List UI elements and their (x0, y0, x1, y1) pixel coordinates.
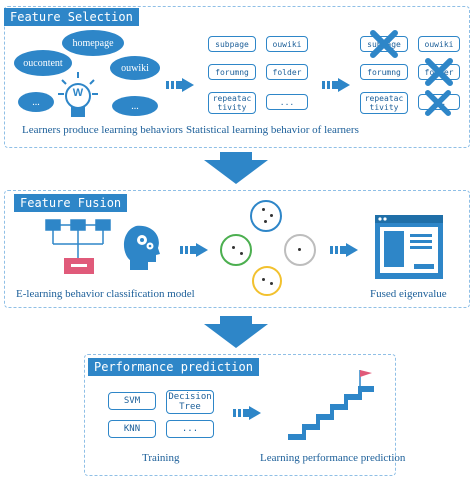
model-svm: SVM (108, 392, 156, 410)
model-ellipsis: ... (166, 420, 214, 438)
cluster-point (264, 220, 267, 223)
arrow-right-icon (233, 406, 261, 420)
caption-statistical: Statistical learning behavior of learner… (186, 124, 359, 136)
staircase-flag-icon (288, 370, 374, 440)
tag-ellipsis: ... (266, 94, 308, 110)
arrow-right-icon (166, 78, 194, 92)
model-decision-tree: Decision Tree (166, 390, 214, 414)
cluster-blue (250, 200, 282, 232)
fused-window-icon (375, 215, 443, 279)
arrow-down-icon (204, 152, 268, 184)
bubble-homepage: homepage (62, 30, 124, 56)
classification-model-diagram (45, 219, 111, 274)
cross-icon (370, 30, 398, 58)
cluster-point (262, 208, 265, 211)
lightbulb-icon (58, 72, 98, 117)
bulb-letter: W (72, 87, 84, 99)
cross-icon (425, 58, 453, 86)
tag-repeatactivity: repeatac tivity (208, 92, 256, 114)
bubble-ellipsis-left: ... (18, 92, 54, 112)
cluster-yellow (252, 266, 282, 296)
head-gears-icon (123, 225, 160, 270)
arrow-down-icon (204, 316, 268, 348)
bubble-ouwiki: ouwiki (110, 56, 160, 80)
cluster-point (298, 248, 301, 251)
feature-selection-title: Feature Selection (4, 8, 139, 26)
tag-subpage: subpage (208, 36, 256, 52)
cluster-point (240, 252, 243, 255)
caption-learners-produce: Learners produce learning behaviors (22, 124, 183, 136)
arrow-right-icon (330, 243, 358, 257)
tag-repeatactivity-kept: repeatac tivity (360, 92, 408, 114)
cluster-point (232, 246, 235, 249)
arrow-right-icon (322, 78, 350, 92)
model-knn: KNN (108, 420, 156, 438)
performance-prediction-title: Performance prediction (88, 358, 259, 376)
arrow-right-icon (180, 243, 208, 257)
performance-prediction-panel (84, 354, 396, 476)
cluster-point (270, 282, 273, 285)
feature-fusion-panel (4, 190, 470, 308)
tag-folder: folder (266, 64, 308, 80)
cluster-point (270, 214, 273, 217)
caption-training: Training (142, 452, 180, 464)
caption-classification-model: E-learning behavior classification model (16, 288, 195, 300)
bubble-ellipsis-right: ... (112, 96, 158, 116)
caption-fused-eigenvalue: Fused eigenvalue (370, 288, 447, 300)
tag-ouwiki-kept: ouwiki (418, 36, 460, 52)
cluster-point (262, 278, 265, 281)
tag-forumng: forumng (208, 64, 256, 80)
feature-selection-panel (4, 6, 470, 148)
tag-forumng-kept: forumng (360, 64, 408, 80)
tag-ouwiki: ouwiki (266, 36, 308, 52)
feature-fusion-title: Feature Fusion (14, 194, 128, 212)
caption-learning-performance: Learning performance prediction (260, 452, 406, 464)
cross-icon (425, 90, 451, 116)
cluster-green (220, 234, 252, 266)
bubble-oucontent: oucontent (14, 50, 72, 76)
